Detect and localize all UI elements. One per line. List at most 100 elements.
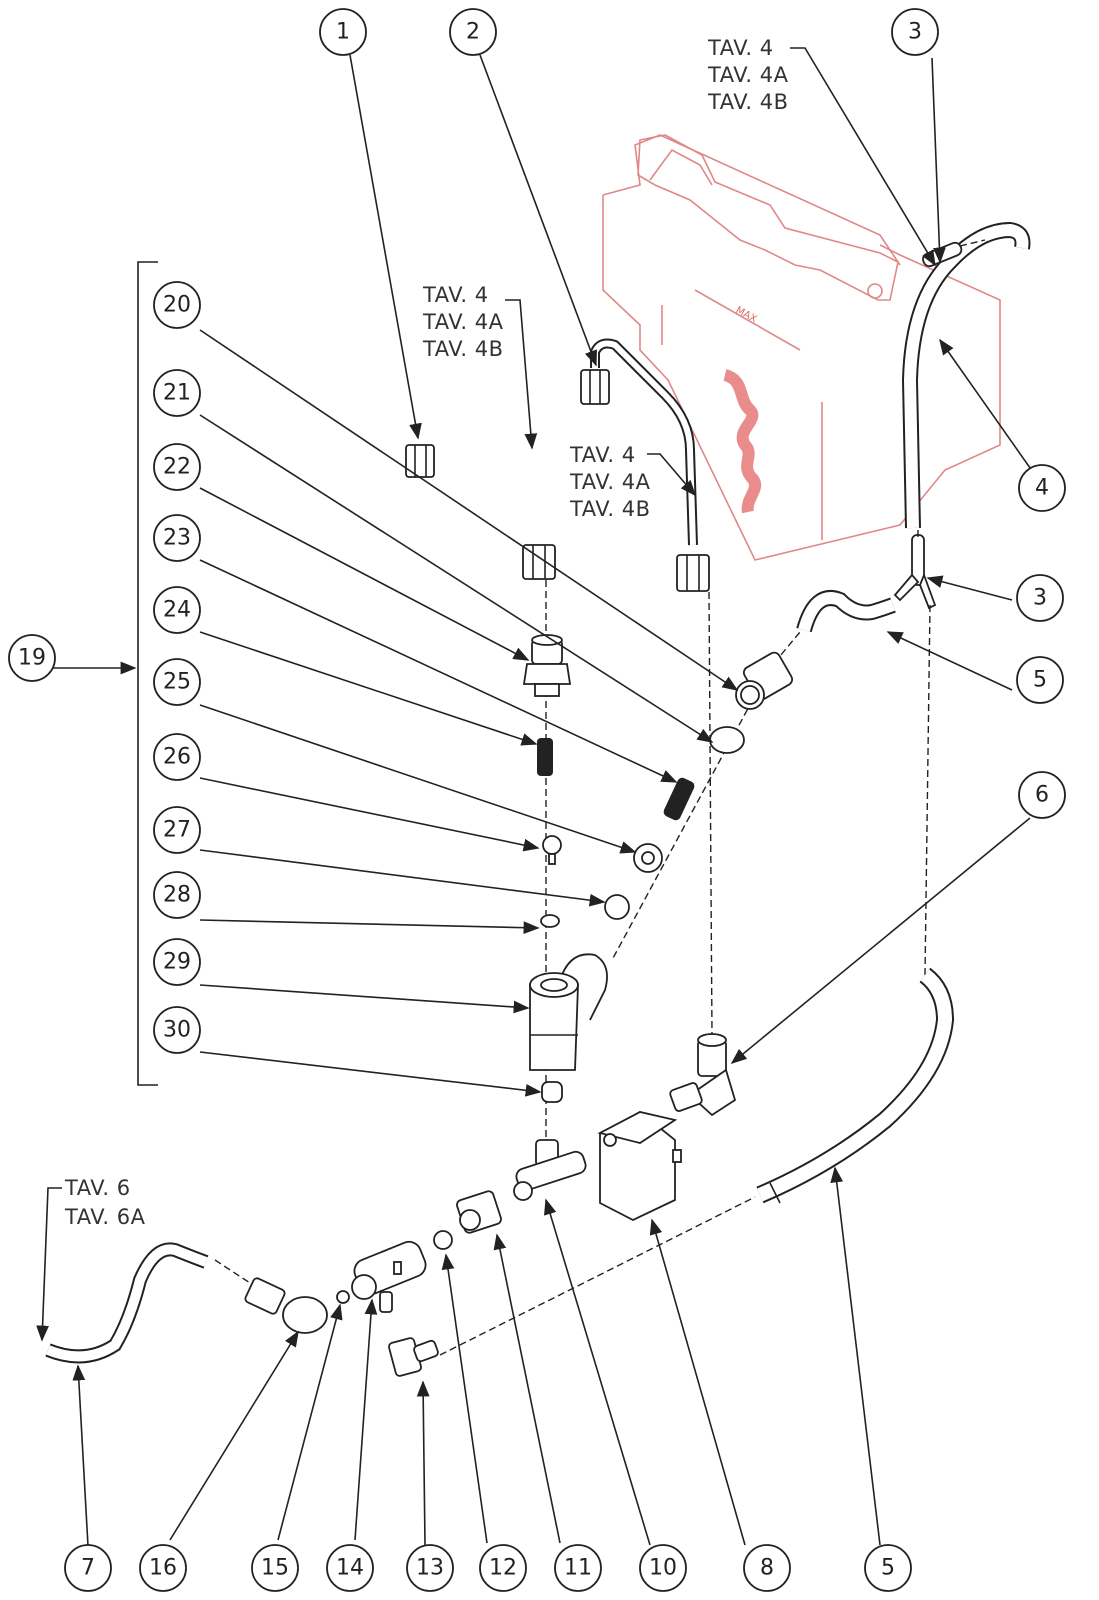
callout-14: 14 [326,1544,374,1592]
callout-13: 13 [406,1544,454,1592]
callout-number: 2 [466,20,480,45]
callout-circle [1016,574,1064,622]
callout-2: 2 [449,8,497,56]
callout-circle [1016,656,1064,704]
callout-30: 30 [153,1006,201,1054]
callout-number: 10 [649,1556,677,1581]
callout-number: 29 [163,950,191,975]
callout-circle [864,1544,912,1592]
solenoid-valve-8 [597,1110,682,1222]
callout-3: 3 [891,8,939,56]
callout-number: 19 [18,646,46,671]
callout-circle [743,1544,791,1592]
pipe-1 [405,407,556,580]
callout-number: 5 [1033,668,1047,693]
callout-5: 5 [1016,656,1064,704]
ref-bottom-left: TAV. 6 TAV. 6A [64,1176,146,1229]
gasket-21 [709,726,745,754]
ref-top-right: TAV. 4 TAV. 4A TAV. 4B [707,36,789,114]
ref-text: TAV. 4 [707,36,774,60]
ref-text: TAV. 4B [707,90,789,114]
callout-12: 12 [479,1544,527,1592]
callout-1: 1 [319,8,367,56]
y-connector-3 [893,530,937,610]
axis-diagonal [611,689,759,961]
hose-5-lower [439,967,955,1356]
callout-circle [153,281,201,329]
axis-mid [708,591,713,1036]
callout-circle [326,1544,374,1592]
ref-text: TAV. 4 [422,283,489,307]
callout-circle [406,1544,454,1592]
seat-25 [633,843,663,873]
callout-number: 26 [163,745,191,770]
callout-circle [1018,464,1066,512]
callout-16: 16 [139,1544,187,1592]
ref-text: TAV. 4B [569,497,651,521]
callout-number: 3 [1033,586,1047,611]
callout-number: 16 [149,1556,177,1581]
callout-20: 20 [153,281,201,329]
elbow-13 [388,1337,439,1377]
washer-15 [336,1290,350,1304]
callout-21: 21 [153,369,201,417]
callout-15: 15 [251,1544,299,1592]
callout-number: 6 [1035,783,1049,808]
callout-19: 19 [8,634,56,682]
callout-3: 3 [1016,574,1064,622]
ref-text: TAV. 4A [569,470,651,494]
fitting-20 [735,651,794,710]
callout-number: 5 [881,1556,895,1581]
callout-11: 11 [554,1544,602,1592]
callout-circle [153,1006,201,1054]
callout-6: 6 [1018,771,1066,819]
callout-circle [639,1544,687,1592]
valve-26 [542,835,562,865]
callout-number: 24 [163,598,191,623]
callout-number: 3 [908,20,922,45]
callout-circle [251,1544,299,1592]
svg-text:MAX: MAX [734,305,759,325]
callout-circle [449,8,497,56]
callout-circle [153,514,201,562]
ref-text: TAV. 4A [707,63,789,87]
callout-circle [153,871,201,919]
callout-8: 8 [743,1544,791,1592]
elbow-6 [669,1033,737,1117]
callout-number: 4 [1035,476,1049,501]
callout-circle [1018,771,1066,819]
callout-number: 30 [163,1018,191,1043]
hose-5-upper [759,590,896,681]
callout-circle [139,1544,187,1592]
ref-text: TAV. 6 [64,1176,131,1200]
callout-number: 25 [163,670,191,695]
callout-number: 13 [416,1556,444,1581]
brand-logo [722,369,762,514]
ring-30 [541,1081,563,1103]
callout-24: 24 [153,586,201,634]
callout-circle [479,1544,527,1592]
callout-circle [8,634,56,682]
spring-24 [537,738,553,776]
callout-number: 7 [81,1556,95,1581]
ref-text: TAV. 6A [64,1205,146,1229]
callout-circle [64,1544,112,1592]
elbow-16 [214,1259,328,1334]
spring-23 [663,777,695,821]
callout-4: 4 [1018,464,1066,512]
ref-mid-right: TAV. 4 TAV. 4A TAV. 4B [569,443,651,521]
callout-circle [891,8,939,56]
body-14 [351,1240,427,1313]
callout-number: 8 [760,1556,774,1581]
callout-number: 28 [163,883,191,908]
callout-circle [319,8,367,56]
water-tank: MAX [602,134,1001,561]
callout-number: 12 [489,1556,517,1581]
callout-number: 22 [163,455,191,480]
leader-lines [36,47,1036,1547]
nut-11 [456,1190,502,1234]
callout-circle [153,443,201,491]
washer-28 [540,914,560,928]
callout-27: 27 [153,806,201,854]
